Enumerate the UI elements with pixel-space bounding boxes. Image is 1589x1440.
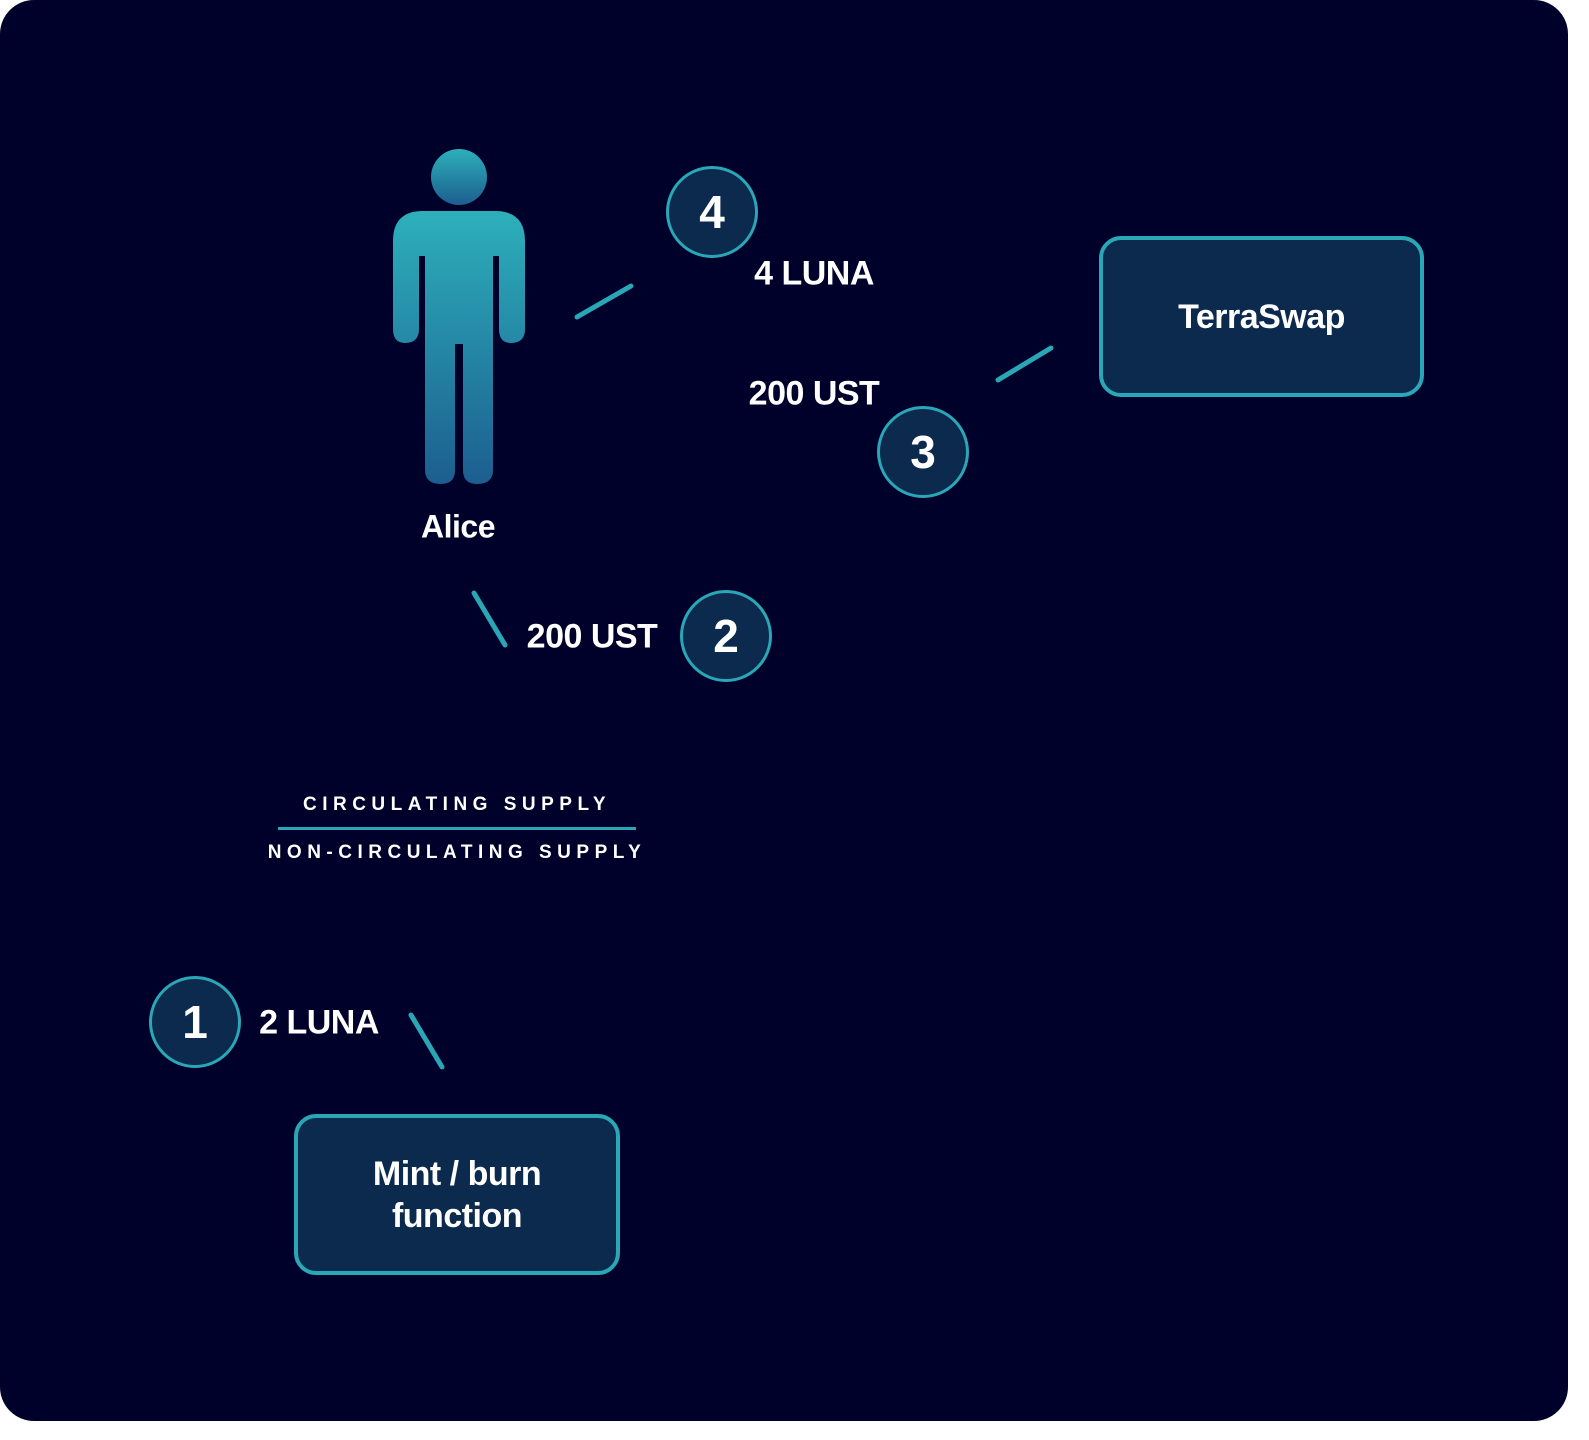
mint-burn-node: Mint / burn function [294,1114,620,1275]
diagram-canvas: Alice TerraSwap Mint / burn function 4 3… [0,0,1568,1421]
supply-divider [278,827,636,830]
step-3-badge: 3 [877,406,969,498]
terraswap-label: TerraSwap [1178,297,1345,336]
circulating-supply-label: CIRCULATING SUPPLY [302,794,612,815]
alice-label: Alice [421,508,495,545]
step-2-label: 200 UST [526,617,658,656]
non-circulating-supply-label: NON-CIRCULATING SUPPLY [267,842,647,863]
step-4-badge: 4 [666,166,758,258]
arrow-1-head [408,1012,445,1070]
mint-burn-label: Mint / burn function [372,1154,542,1235]
person-icon [393,149,525,484]
step-4-label: 4 LUNA [754,254,874,293]
terraswap-node: TerraSwap [1099,236,1424,397]
arrow-4-head [574,283,634,320]
step-3-label: 200 UST [748,374,880,413]
step-1-badge: 1 [149,976,241,1068]
connectors-layer [393,149,1054,1070]
arrow-2-head [471,590,508,648]
step-1-label: 2 LUNA [259,1003,379,1042]
step-2-badge: 2 [680,590,772,682]
arrow-3-head [995,345,1054,383]
